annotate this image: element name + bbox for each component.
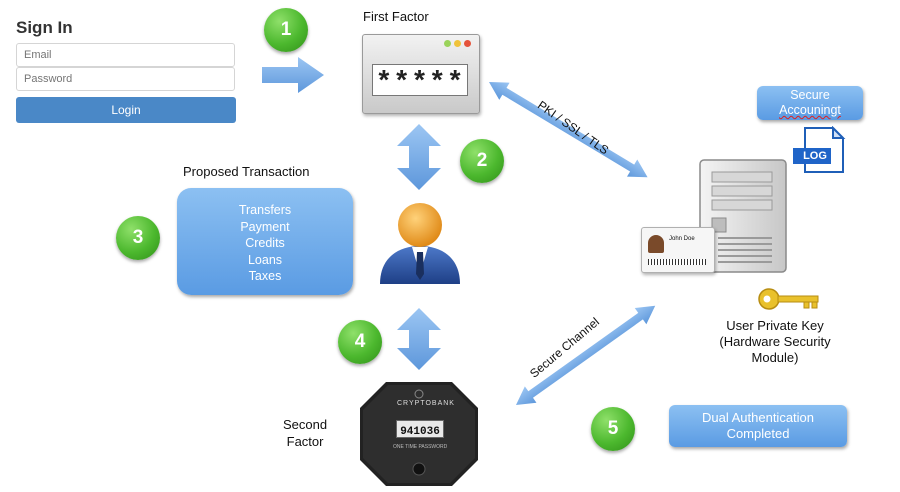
- private-key-label: User Private Key (Hardware Security Modu…: [705, 318, 845, 366]
- window-controls: [444, 40, 471, 47]
- dual-auth-line-2: Completed: [726, 426, 790, 441]
- second-factor-line-1: Second: [283, 417, 328, 432]
- right-arrow: [262, 57, 324, 93]
- transaction-item: Loans: [247, 252, 283, 267]
- step-4-badge: 4: [338, 320, 382, 364]
- double-arrow-step-2: [397, 124, 441, 190]
- masked-password-field: *****: [372, 64, 468, 99]
- secure-accounting-line-2: Accouningt: [779, 103, 841, 117]
- id-name: John Doe: [669, 236, 695, 242]
- step-3-badge: 3: [116, 216, 160, 260]
- dual-authentication-box: Dual Authentication Completed: [669, 405, 847, 447]
- transactions-box: Transfers Payment Credits Loans Taxes: [177, 188, 353, 295]
- transaction-item: Transfers: [238, 203, 292, 217]
- password-window-icon: *****: [362, 34, 480, 114]
- transaction-item: Credits: [245, 236, 285, 250]
- token-code: 941036: [400, 426, 440, 438]
- masked-password: *****: [375, 68, 465, 99]
- password-field[interactable]: [16, 67, 235, 91]
- login-button[interactable]: Login: [16, 97, 236, 123]
- id-card-icon: John Doe: [641, 227, 715, 273]
- secure-accounting-box: Secure Accouningt: [757, 86, 863, 120]
- user-icon: [380, 203, 460, 284]
- token-display: 941036: [396, 420, 444, 438]
- proposed-transaction-title: Proposed Transaction: [183, 164, 310, 179]
- step-5-badge: 5: [591, 407, 635, 451]
- double-arrow-step-4: [397, 308, 441, 370]
- transaction-item: Taxes: [248, 269, 282, 283]
- log-file-icon: [793, 126, 846, 173]
- private-key-line-2: (Hardware Security: [719, 334, 831, 349]
- private-key-line-1: User Private Key: [726, 318, 824, 333]
- email-field[interactable]: [16, 43, 235, 67]
- key-icon: [758, 288, 819, 310]
- log-label: LOG: [803, 150, 827, 162]
- first-factor-label: First Factor: [363, 9, 429, 24]
- private-key-line-3: Module): [751, 350, 799, 365]
- step-2-badge: 2: [460, 139, 504, 183]
- token-footer: ONE TIME PASSWORD: [393, 444, 448, 450]
- signin-title: Sign In: [16, 18, 73, 37]
- token-brand: CRYPTOBANK: [397, 400, 455, 407]
- id-barcode: [648, 259, 706, 265]
- pki-arrow: [489, 82, 648, 178]
- second-factor-line-2: Factor: [286, 434, 324, 449]
- secure-accounting-line-1: Secure: [790, 88, 830, 102]
- dual-auth-line-1: Dual Authentication: [701, 410, 815, 425]
- step-1-badge: 1: [264, 8, 308, 52]
- secure-channel-arrow: [516, 305, 656, 405]
- transaction-item: Payment: [240, 219, 290, 234]
- server-icon: [699, 159, 787, 273]
- id-photo: [648, 235, 664, 253]
- second-factor-label: Second Factor: [283, 416, 327, 450]
